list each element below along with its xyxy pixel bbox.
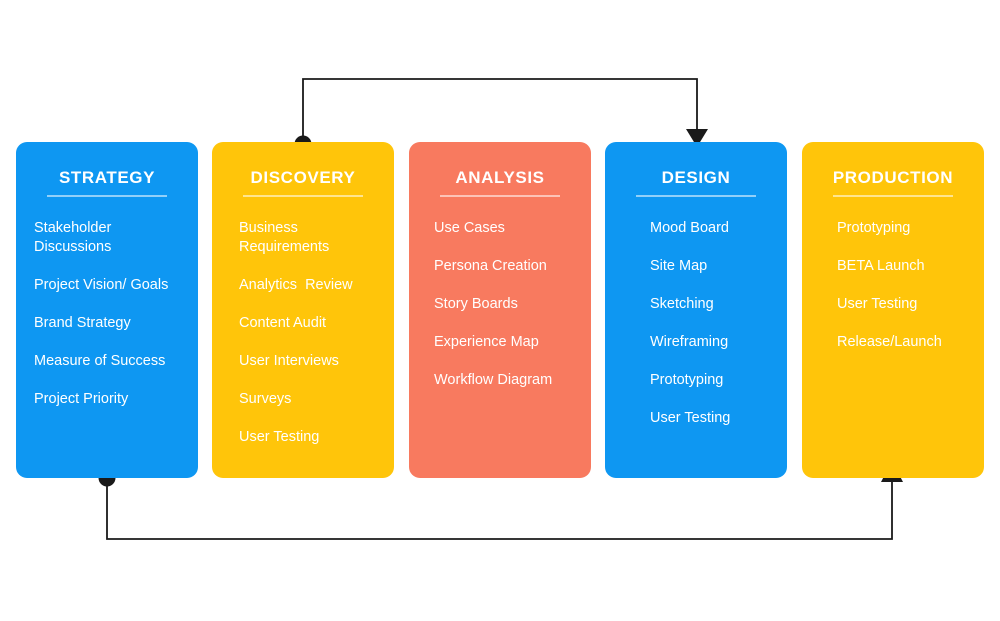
stage-item: BETA Launch (837, 258, 925, 274)
stage-item: Project Vision/ Goals (34, 277, 169, 293)
stage-item: Experience Map (434, 334, 539, 350)
stage-item: User Testing (239, 429, 320, 445)
stage-item: User Testing (650, 410, 731, 426)
stage-item: Persona Creation (434, 258, 547, 274)
stage-item: Wireframing (650, 334, 729, 350)
stage-item: Story Boards (434, 296, 518, 312)
title-underline (833, 195, 953, 197)
stage-item: Content Audit (239, 315, 327, 331)
stage-item: Stakeholder Discussions (34, 220, 116, 255)
stage-title-strategy: STRATEGY (58, 168, 156, 187)
connector-line (106, 478, 893, 540)
stage-item: Surveys (239, 391, 292, 407)
stage-item: Mood Board (650, 220, 729, 236)
stage-item: Prototyping (650, 372, 724, 388)
stage-title-design: DESIGN (661, 168, 731, 187)
stage-item: Release/Launch (837, 334, 942, 350)
stage-title-discovery: DISCOVERY (250, 168, 356, 187)
title-underline (636, 195, 756, 197)
stage-item: User Interviews (239, 353, 339, 369)
stage-item: User Testing (837, 296, 918, 312)
stage-item: Measure of Success (34, 353, 166, 369)
stage-item: Analytics Review (239, 277, 353, 293)
stage-item: Brand Strategy (34, 315, 131, 331)
connector-line (302, 78, 698, 144)
stage-title-analysis: ANALYSIS (455, 168, 545, 187)
title-underline (243, 195, 363, 197)
stage-item: Business Requirements (239, 220, 330, 255)
stage-title-production: PRODUCTION (832, 168, 954, 187)
stage-item: Site Map (650, 258, 708, 274)
stage-item: Workflow Diagram (434, 372, 553, 388)
title-underline (440, 195, 560, 197)
stage-item: Project Priority (34, 391, 129, 407)
stage-item: Prototyping (837, 220, 911, 236)
title-underline (47, 195, 167, 197)
stage-item: Sketching (650, 296, 714, 312)
stage-item: Use Cases (434, 220, 505, 236)
